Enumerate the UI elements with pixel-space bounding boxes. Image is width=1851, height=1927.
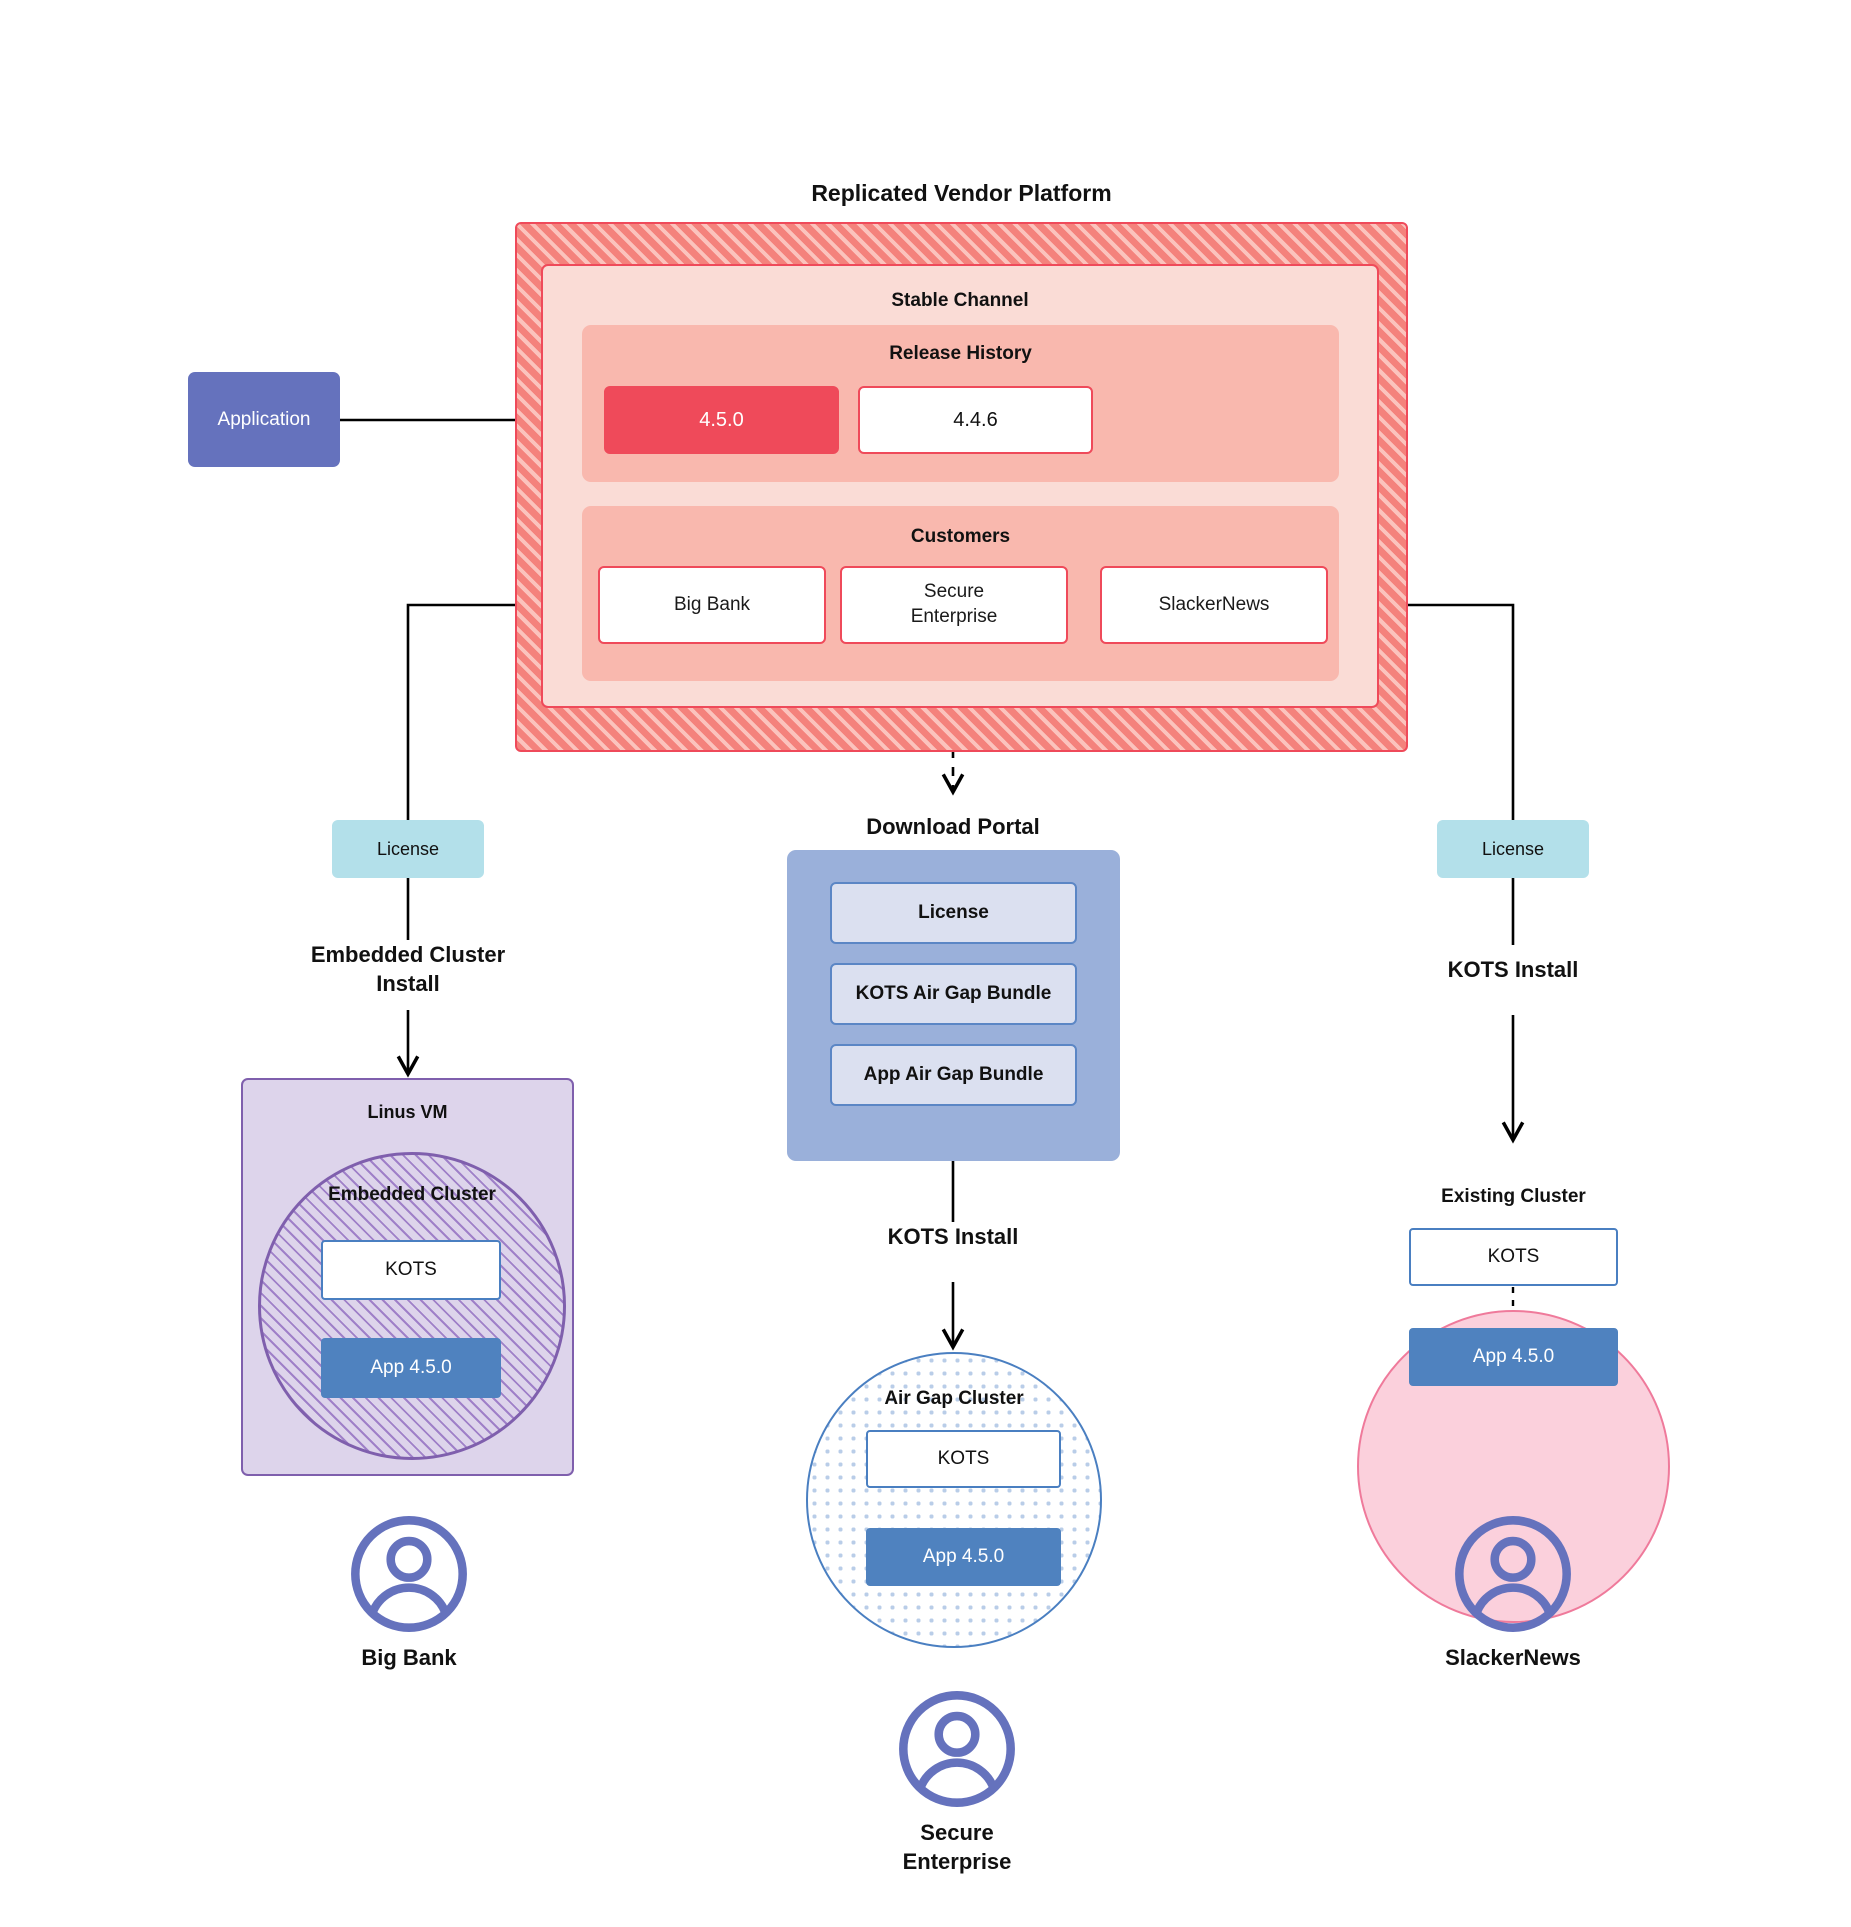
download-portal-container: License KOTS Air Gap Bundle App Air Gap … bbox=[787, 850, 1120, 1161]
right-kots-install-label: KOTS Install bbox=[1447, 957, 1579, 982]
portal-item-app-airgap-label: App Air Gap Bundle bbox=[863, 1064, 1044, 1085]
air-gap-cluster-label: Air Gap Cluster bbox=[884, 1388, 1024, 1409]
application-label: Application bbox=[217, 408, 311, 430]
left-license-chip[interactable]: License bbox=[332, 820, 484, 878]
portal-item-license-label: License bbox=[918, 902, 989, 923]
existing-cluster-label: Existing Cluster bbox=[1441, 1186, 1586, 1207]
middle-app-label: App 4.5.0 bbox=[922, 1546, 1005, 1567]
secure-enterprise-persona-icon bbox=[899, 1691, 1015, 1807]
customer-chip-secure-enterprise[interactable]: Secure Enterprise bbox=[840, 566, 1068, 644]
customer-chip-slackernews[interactable]: SlackerNews bbox=[1100, 566, 1328, 644]
customers-heading: Customers bbox=[910, 526, 1011, 547]
left-app-label: App 4.5.0 bbox=[370, 1357, 452, 1378]
release-history-heading: Release History bbox=[889, 343, 1032, 364]
big-bank-persona-label: Big Bank bbox=[361, 1645, 457, 1670]
air-gap-cluster-circle bbox=[806, 1352, 1102, 1648]
middle-kots-label: KOTS bbox=[937, 1448, 990, 1469]
stable-channel-heading: Stable Channel bbox=[891, 290, 1029, 311]
left-license-label: License bbox=[376, 838, 440, 859]
middle-app-chip[interactable]: App 4.5.0 bbox=[866, 1528, 1061, 1586]
right-kots-label: KOTS bbox=[1487, 1246, 1540, 1267]
left-kots-chip[interactable]: KOTS bbox=[321, 1240, 501, 1300]
customer-chip-big-bank[interactable]: Big Bank bbox=[598, 566, 826, 644]
right-app-chip[interactable]: App 4.5.0 bbox=[1409, 1328, 1618, 1386]
application-box[interactable]: Application bbox=[188, 372, 340, 467]
slackernews-persona-label: SlackerNews bbox=[1445, 1645, 1581, 1670]
portal-item-kots-airgap-label: KOTS Air Gap Bundle bbox=[855, 983, 1052, 1004]
secure-enterprise-persona-label: Secure Enterprise bbox=[902, 1820, 1012, 1875]
download-portal-title: Download Portal bbox=[866, 814, 1040, 839]
embedded-cluster-circle bbox=[258, 1152, 566, 1460]
portal-item-app-airgap-bundle[interactable]: App Air Gap Bundle bbox=[830, 1044, 1077, 1106]
right-license-label: License bbox=[1481, 838, 1545, 859]
middle-kots-install-label: KOTS Install bbox=[887, 1224, 1019, 1249]
right-license-chip[interactable]: License bbox=[1437, 820, 1589, 878]
slackernews-persona-icon bbox=[1455, 1516, 1571, 1632]
portal-item-kots-airgap-bundle[interactable]: KOTS Air Gap Bundle bbox=[830, 963, 1077, 1025]
embedded-cluster-label: Embedded Cluster bbox=[328, 1184, 496, 1205]
linus-vm-label: Linus VM bbox=[367, 1102, 448, 1122]
page-title: Replicated Vendor Platform bbox=[811, 180, 1112, 206]
left-app-chip[interactable]: App 4.5.0 bbox=[321, 1338, 501, 1398]
right-app-label: App 4.5.0 bbox=[1472, 1346, 1555, 1367]
right-kots-chip[interactable]: KOTS bbox=[1409, 1228, 1618, 1286]
embedded-cluster-install-label: Embedded Cluster Install bbox=[310, 942, 506, 997]
middle-kots-chip[interactable]: KOTS bbox=[866, 1430, 1061, 1488]
release-chip-current[interactable]: 4.5.0 bbox=[604, 386, 839, 454]
left-kots-label: KOTS bbox=[385, 1259, 437, 1280]
portal-item-license[interactable]: License bbox=[830, 882, 1077, 944]
big-bank-persona-icon bbox=[351, 1516, 467, 1632]
release-chip-previous[interactable]: 4.4.6 bbox=[858, 386, 1093, 454]
